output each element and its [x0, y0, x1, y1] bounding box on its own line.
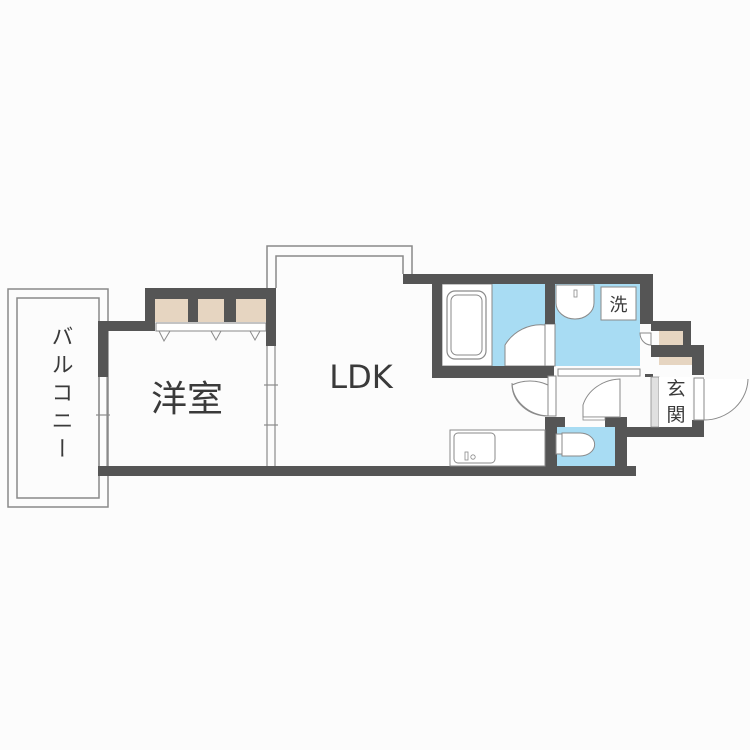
bathtub-icon	[441, 283, 493, 367]
hall-door-icon	[511, 375, 557, 417]
entrance-label-2: 関	[666, 404, 685, 426]
ldk-label: LDK	[329, 358, 393, 396]
balcony-label: バルコニー	[48, 325, 73, 465]
window	[96, 346, 278, 466]
shoe-storage	[659, 331, 683, 345]
washroom-door-icon	[639, 332, 652, 346]
washbasin-icon	[555, 284, 595, 320]
toilet-door-icon	[582, 378, 621, 421]
toilet-icon	[555, 432, 596, 457]
hall-partition	[557, 368, 641, 377]
entrance: 玄 関	[650, 376, 750, 428]
western-room-label: 洋室	[151, 379, 223, 420]
closet-storage	[155, 299, 267, 343]
bay-window	[266, 245, 413, 288]
laundry-space: 洗	[600, 286, 637, 321]
laundry-label: 洗	[610, 295, 628, 316]
kitchen-counter	[449, 429, 546, 467]
walls	[98, 274, 704, 476]
entrance-label-1: 玄	[666, 378, 685, 400]
faucet-icon	[464, 451, 469, 461]
shoe-storage	[659, 357, 692, 365]
